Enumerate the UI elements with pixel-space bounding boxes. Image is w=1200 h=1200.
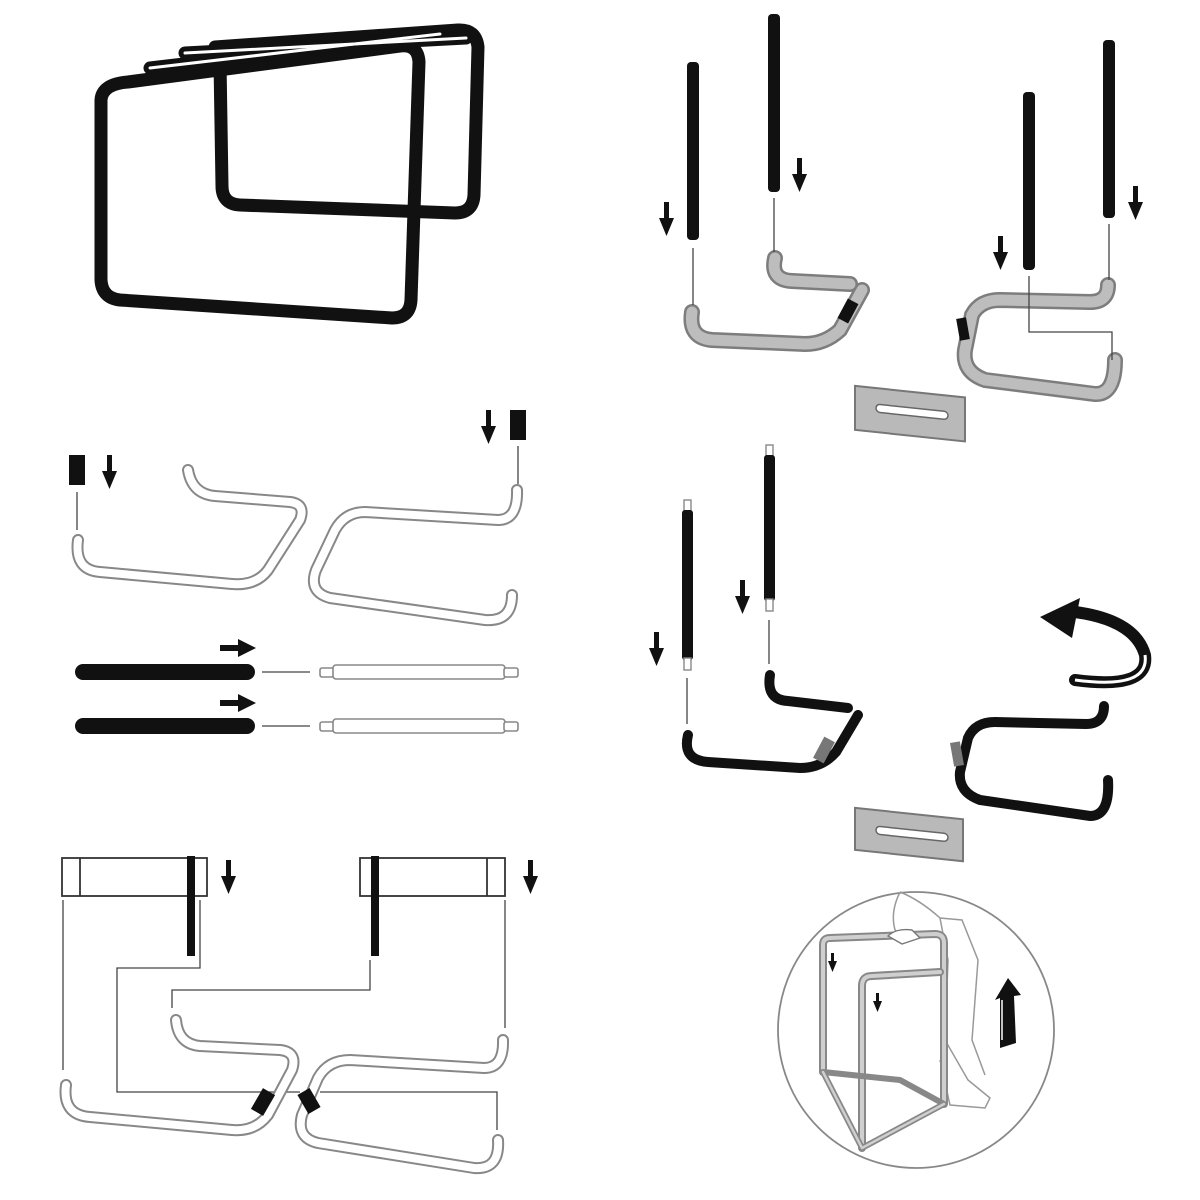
- black-collars: [250, 1087, 321, 1116]
- black-hook-left-upper: [764, 670, 853, 713]
- down-arrow-icon: [873, 993, 882, 1012]
- inset-stand-frame: [819, 930, 948, 1152]
- down-arrows: [221, 860, 538, 894]
- down-arrows: [659, 158, 1143, 270]
- leg-1: [687, 62, 699, 240]
- down-arrows: [649, 580, 750, 666]
- plate-slot: [875, 825, 949, 842]
- right-arrow-icon: [220, 639, 256, 657]
- down-arrow-icon: [735, 580, 750, 614]
- usage-inset: [777, 891, 1055, 1169]
- pin-1b: [683, 657, 692, 671]
- end-cap-right: [510, 410, 526, 440]
- striped-collar-left: [813, 736, 835, 764]
- rod-2: [319, 718, 519, 734]
- down-arrow-icon: [649, 632, 664, 666]
- hook-right-fill: [309, 486, 522, 625]
- outlined-hooks: [59, 1014, 510, 1175]
- black-base-assembly: [682, 670, 1114, 863]
- down-arrow-icon: [481, 410, 496, 444]
- leg-4: [1103, 40, 1115, 218]
- step-rotate-and-insert-legs: [649, 444, 1152, 863]
- striped-collar-right: [949, 741, 965, 767]
- foam-grip-2: [75, 718, 255, 734]
- foam-grip-1: [75, 664, 255, 680]
- down-arrow-icon: [523, 860, 538, 894]
- inset-person-silhouette: [892, 891, 991, 1109]
- collar-left: [250, 1088, 276, 1116]
- step-fit-crossbars: [59, 856, 538, 1175]
- leg-1: [682, 510, 693, 660]
- pin-2b: [765, 598, 774, 612]
- right-arrow-icon: [220, 694, 256, 712]
- inset-arrows: [828, 953, 882, 1012]
- foam-blocks: [61, 857, 506, 897]
- down-arrow-icon: [659, 202, 674, 236]
- leader-lines: [692, 198, 1113, 360]
- step-insert-legs-into-base: [659, 14, 1143, 443]
- legs: [687, 14, 1115, 270]
- base-assembly: [683, 250, 1123, 443]
- down-arrow-icon: [1128, 186, 1143, 220]
- foam-grips-and-rods: [75, 639, 519, 734]
- black-hook-left: [682, 710, 863, 774]
- assembled-frame-inner-highlight: [148, 32, 468, 70]
- base-hook-right-fill: [959, 279, 1121, 400]
- crossbar-rods: [187, 856, 379, 956]
- inset-hand: [886, 928, 922, 945]
- assembled-frame-outline: [94, 23, 485, 325]
- outlined-hooks: [71, 464, 524, 627]
- hook-left-fill: [61, 1016, 298, 1135]
- exploded-parts-view: [69, 410, 526, 734]
- down-arrow-icon: [993, 236, 1008, 270]
- down-arrow-icon: [102, 455, 117, 489]
- end-cap-arrows: [102, 410, 496, 489]
- base-hook-left-upper-fill: [768, 252, 856, 290]
- inset-circle: [777, 891, 1055, 1169]
- assembled-frame-view: [94, 23, 485, 325]
- rod-1: [319, 664, 519, 680]
- rod-right: [371, 856, 379, 956]
- up-arrow-icon: [995, 978, 1021, 1048]
- black-hook-right: [954, 701, 1114, 822]
- end-caps: [69, 410, 526, 485]
- rotate-arrow-icon: [1040, 598, 1152, 689]
- collar-right: [297, 1087, 321, 1115]
- leg-3: [1023, 92, 1035, 270]
- down-arrow-icon: [828, 953, 837, 972]
- foam-block-right: [359, 857, 506, 897]
- down-arrow-icon: [221, 860, 236, 894]
- leg-2: [764, 455, 775, 601]
- leg-2: [768, 14, 780, 192]
- base-hook-left-fill: [685, 284, 868, 350]
- plate-slot: [875, 403, 949, 420]
- black-collar-left: [837, 298, 859, 324]
- black-collar-right: [956, 317, 970, 341]
- rod-left: [187, 856, 195, 956]
- down-arrow-icon: [792, 158, 807, 192]
- hook-left-fill: [73, 466, 306, 589]
- end-cap-leader-lines: [76, 446, 519, 530]
- end-cap-left: [69, 455, 85, 485]
- leader-lines: [686, 620, 770, 724]
- foam-block-left: [61, 857, 208, 897]
- leader-lines: [62, 900, 506, 1130]
- legs-with-pins: [682, 444, 775, 671]
